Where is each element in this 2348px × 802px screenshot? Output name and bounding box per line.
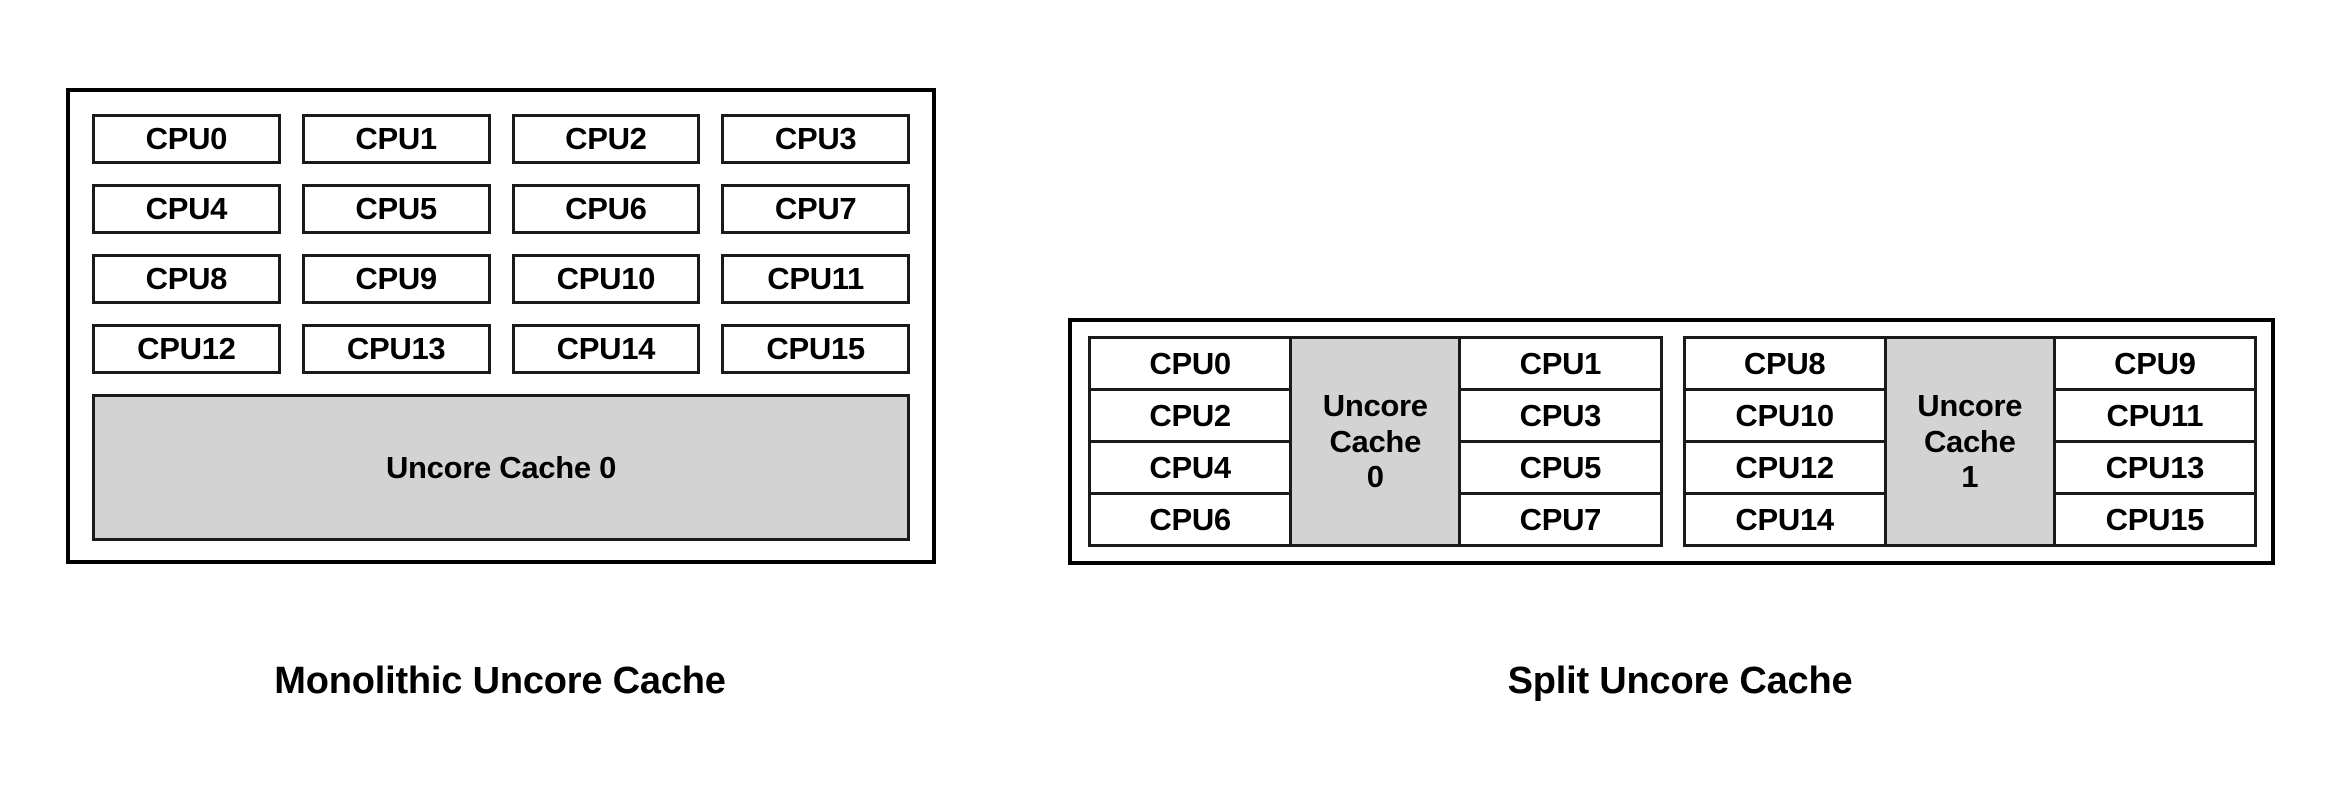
cpu-box: CPU1 — [301, 114, 491, 164]
split-caption: Split Uncore Cache — [1507, 660, 1853, 702]
cpu-box: CPU5 — [301, 184, 491, 234]
uncore-cache-block: Uncore Cache 1 — [1883, 339, 2056, 544]
cpu-box: CPU14 — [511, 324, 701, 374]
cpu-box: CPU9 — [301, 254, 491, 304]
uncore-cache-label-line3: 0 — [1366, 459, 1384, 495]
split-uncore-cache-diagram: CPU0 CPU2 CPU4 CPU6 Uncore Cache 0 CPU1 … — [1068, 318, 2275, 565]
split-package-outline: CPU0 CPU2 CPU4 CPU6 Uncore Cache 0 CPU1 … — [1068, 318, 2275, 565]
cpu-box: CPU4 — [1091, 443, 1290, 495]
cpu-box: CPU5 — [1461, 443, 1660, 495]
cpu-box: CPU12 — [92, 324, 281, 374]
cpu-box: CPU13 — [301, 324, 491, 374]
cpu-box: CPU2 — [511, 114, 701, 164]
cpu-box: CPU14 — [1685, 495, 1884, 544]
cpu-box: CPU8 — [1685, 339, 1884, 391]
uncore-cache-label-line2: Cache — [1923, 423, 2016, 459]
cpu-box: CPU13 — [2055, 443, 2254, 495]
cpu-box: CPU8 — [92, 254, 281, 304]
cpu-box: CPU15 — [2055, 495, 2254, 544]
cpu-box: CPU0 — [92, 114, 281, 164]
cpu-box: CPU4 — [92, 184, 281, 234]
uncore-cache-label-line1: Uncore — [1917, 388, 2023, 424]
cpu-box: CPU9 — [2055, 339, 2254, 391]
monolithic-package-outline: CPU0 CPU1 CPU2 CPU3 CPU4 CPU5 CPU6 CPU7 … — [66, 88, 936, 564]
cpu-box: CPU7 — [721, 184, 910, 234]
cpu-column-right: CPU9 CPU11 CPU13 CPU15 — [2055, 339, 2254, 544]
uncore-cache-label-line1: Uncore — [1322, 388, 1428, 424]
cpu-box: CPU0 — [1091, 339, 1290, 391]
cpu-box: CPU11 — [2055, 391, 2254, 443]
cache-cluster: CPU0 CPU2 CPU4 CPU6 Uncore Cache 0 CPU1 … — [1088, 336, 1663, 547]
cpu-box: CPU6 — [1091, 495, 1290, 544]
cpu-box: CPU6 — [511, 184, 701, 234]
cpu-box: CPU10 — [511, 254, 701, 304]
cpu-box: CPU15 — [721, 324, 910, 374]
cpu-box: CPU3 — [721, 114, 910, 164]
cpu-box: CPU10 — [1685, 391, 1884, 443]
cpu-column-left: CPU0 CPU2 CPU4 CPU6 — [1091, 339, 1290, 544]
cpu-box: CPU7 — [1461, 495, 1660, 544]
cache-cluster: CPU8 CPU10 CPU12 CPU14 Uncore Cache 1 CP… — [1682, 336, 2257, 547]
uncore-cache-label-line2: Cache — [1329, 423, 1422, 459]
cpu-box: CPU12 — [1685, 443, 1884, 495]
monolithic-cpu-grid: CPU0 CPU1 CPU2 CPU3 CPU4 CPU5 CPU6 CPU7 … — [92, 114, 910, 374]
uncore-cache-block: Uncore Cache 0 — [1289, 339, 1462, 544]
cpu-box: CPU11 — [721, 254, 910, 304]
monolithic-caption: Monolithic Uncore Cache — [274, 660, 726, 702]
monolithic-uncore-cache-diagram: CPU0 CPU1 CPU2 CPU3 CPU4 CPU5 CPU6 CPU7 … — [66, 88, 936, 564]
cpu-box: CPU2 — [1091, 391, 1290, 443]
cpu-column-right: CPU1 CPU3 CPU5 CPU7 — [1461, 339, 1660, 544]
cpu-box: CPU1 — [1461, 339, 1660, 391]
uncore-cache-label-line3: 1 — [1961, 459, 1979, 495]
cpu-box: CPU3 — [1461, 391, 1660, 443]
cpu-column-left: CPU8 CPU10 CPU12 CPU14 — [1685, 339, 1884, 544]
uncore-cache-block: Uncore Cache 0 — [92, 394, 910, 541]
